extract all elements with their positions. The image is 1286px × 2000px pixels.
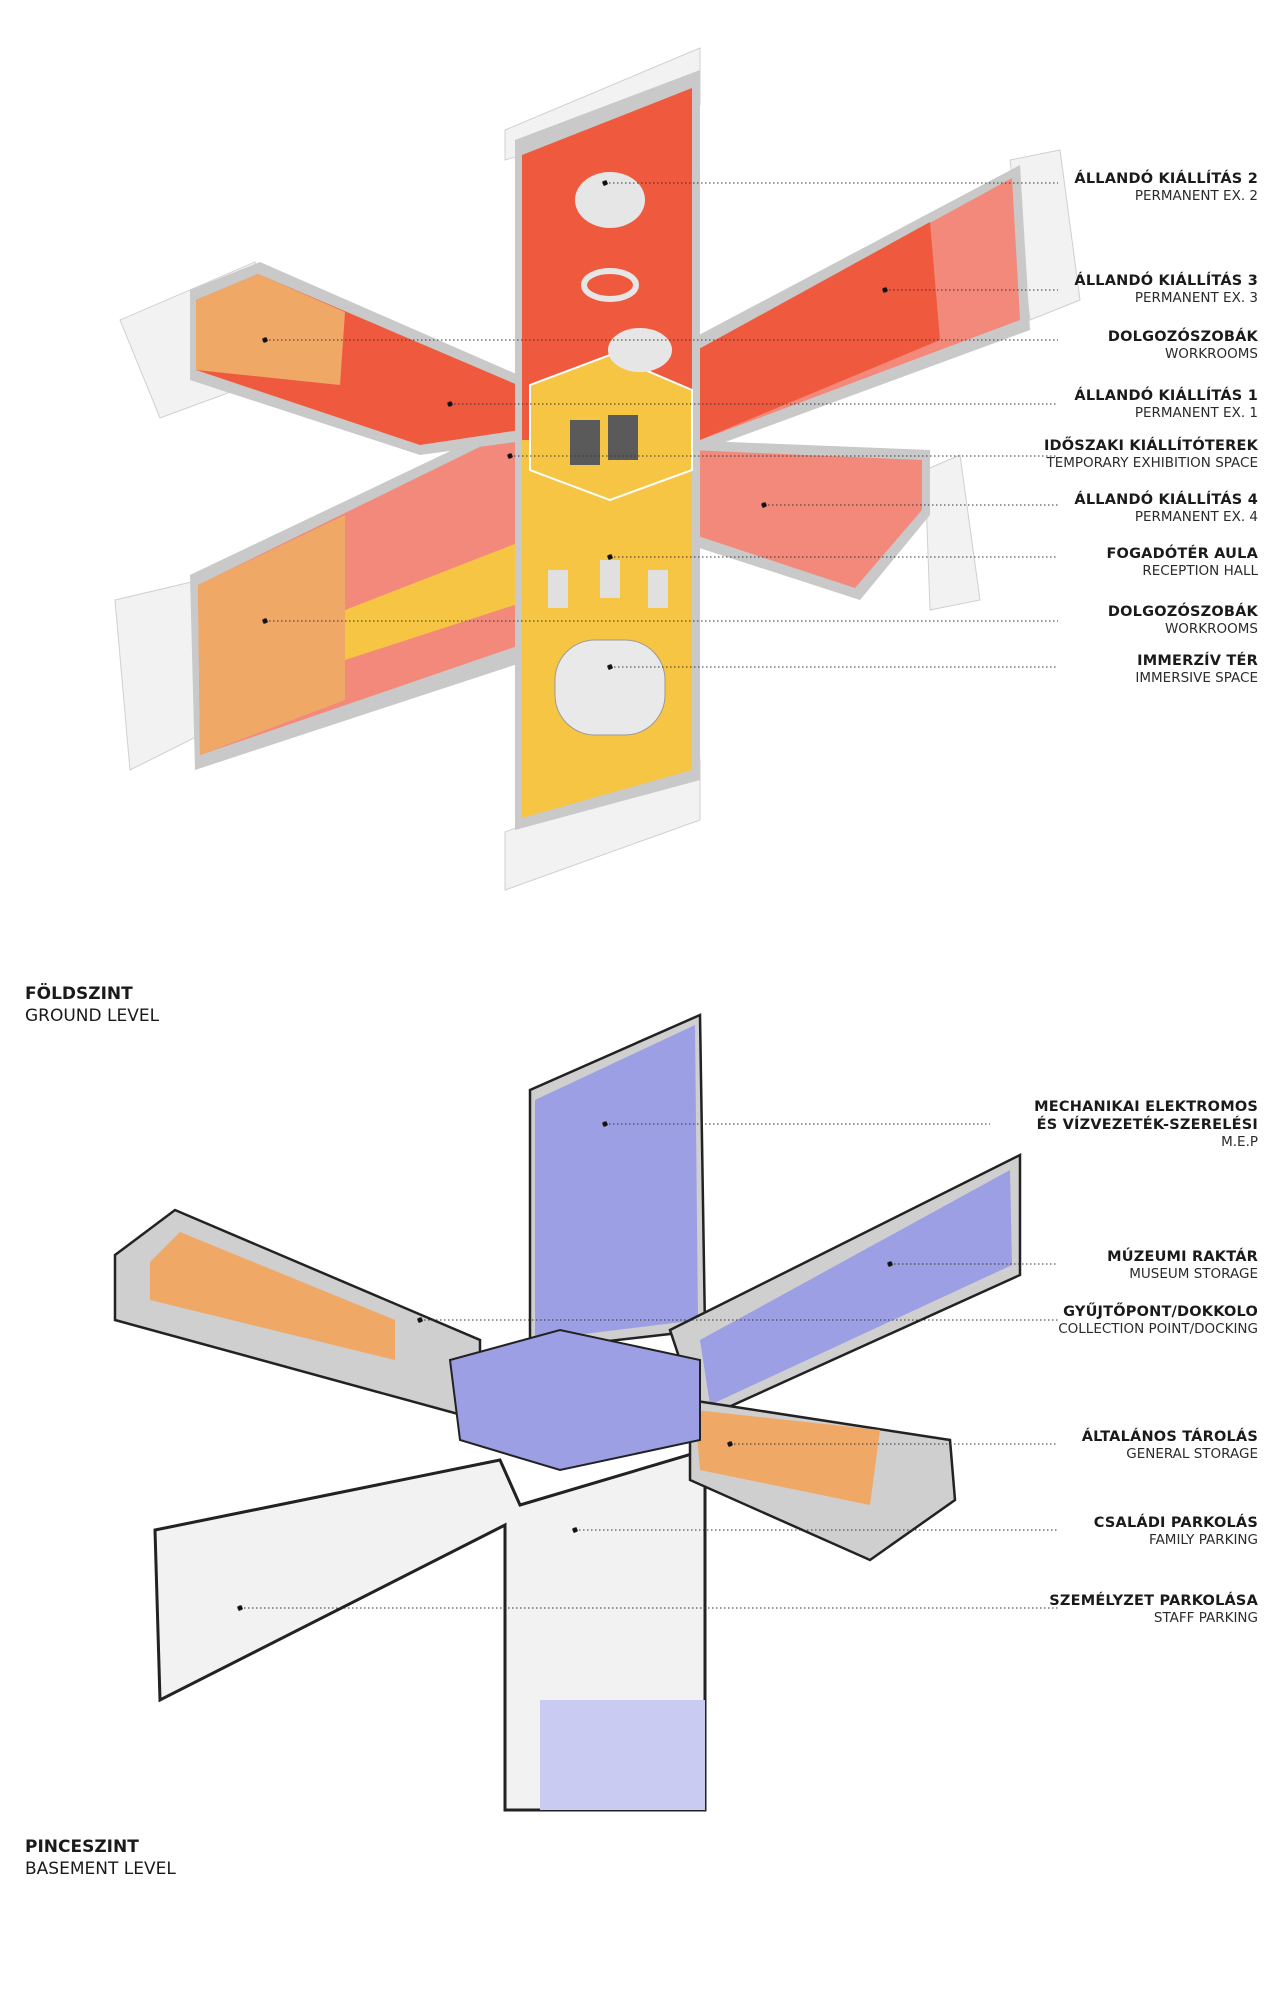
label-hu: GYŰJTŐPONT/DOKKOLO xyxy=(1063,1304,1258,1320)
workrooms-left-upper xyxy=(196,274,345,385)
workrooms-left-lower xyxy=(198,515,345,755)
temporary-exhibition-box-1 xyxy=(570,420,600,465)
label-permanent-ex-4: ÁLLANDÓ KIÁLLÍTÁS 4 PERMANENT EX. 4 xyxy=(1074,491,1258,526)
label-reception-hall: FOGADÓTÉR AULA RECEPTION HALL xyxy=(1106,545,1258,580)
label-en: IMMERSIVE SPACE xyxy=(1135,670,1258,687)
label-immersive-space: IMMERZÍV TÉR IMMERSIVE SPACE xyxy=(1135,652,1258,687)
immersive-space xyxy=(554,639,666,736)
reception-object-1 xyxy=(548,570,568,608)
basement-vertical-violet xyxy=(535,1025,698,1340)
label-hu: DOLGOZÓSZOBÁK xyxy=(1107,329,1258,345)
level-hu: PINCESZINT xyxy=(25,1837,139,1857)
site-right-bottom xyxy=(924,454,981,611)
label-staff-parking: SZEMÉLYZET PARKOLÁSA STAFF PARKING xyxy=(1049,1592,1258,1627)
label-hu: ÁLLANDÓ KIÁLLÍTÁS 1 xyxy=(1074,388,1258,404)
level-title-basement: PINCESZINT BASEMENT LEVEL xyxy=(25,1836,176,1880)
label-hu: ÁLLANDÓ KIÁLLÍTÁS 2 xyxy=(1074,171,1258,187)
reception-object-3 xyxy=(648,570,668,608)
label-en: PERMANENT EX. 3 xyxy=(1134,290,1258,307)
label-workrooms-1: DOLGOZÓSZOBÁK WORKROOMS xyxy=(1108,328,1258,363)
label-en: WORKROOMS xyxy=(1164,346,1258,363)
label-en: M.E.P xyxy=(1221,1134,1258,1151)
label-permanent-ex-2: ÁLLANDÓ KIÁLLÍTÁS 2 PERMANENT EX. 2 xyxy=(1074,170,1258,205)
level-en: GROUND LEVEL xyxy=(25,1006,160,1027)
label-collection-point: GYŰJTŐPONT/DOKKOLO COLLECTION POINT/DOCK… xyxy=(1058,1303,1258,1338)
label-hu: CSALÁDI PARKOLÁS xyxy=(1093,1515,1258,1531)
basement-hub xyxy=(448,1328,701,1472)
level-title-ground: FÖLDSZINT GROUND LEVEL xyxy=(25,983,159,1027)
label-permanent-ex-3: ÁLLANDÓ KIÁLLÍTÁS 3 PERMANENT EX. 3 xyxy=(1074,272,1258,307)
label-en: MUSEUM STORAGE xyxy=(1129,1266,1258,1283)
label-en: TEMPORARY EXHIBITION SPACE xyxy=(1046,455,1258,472)
level-en: BASEMENT LEVEL xyxy=(25,1859,176,1880)
label-hu: MECHANIKAI ELEKTROMOS xyxy=(1034,1099,1258,1115)
label-en: PERMANENT EX. 1 xyxy=(1134,405,1258,422)
label-hu: FOGADÓTÉR AULA xyxy=(1106,546,1258,562)
reception-object-2 xyxy=(600,560,620,598)
label-hu: IMMERZÍV TÉR xyxy=(1137,653,1258,669)
label-en: PERMANENT EX. 2 xyxy=(1134,188,1258,205)
label-permanent-ex-1: ÁLLANDÓ KIÁLLÍTÁS 1 PERMANENT EX. 1 xyxy=(1074,387,1258,422)
basement-level-plan xyxy=(113,1013,1022,1812)
arm-left-lower-yellow xyxy=(345,540,530,660)
label-hu: IDŐSZAKI KIÁLLÍTÓTEREK xyxy=(1043,438,1258,454)
sculpture-1 xyxy=(575,172,645,228)
label-en: COLLECTION POINT/DOCKING xyxy=(1058,1321,1258,1338)
label-en: FAMILY PARKING xyxy=(1149,1532,1258,1549)
label-hu: ÁLLANDÓ KIÁLLÍTÁS 3 xyxy=(1074,273,1258,289)
level-hu: FÖLDSZINT xyxy=(25,984,133,1004)
arm-right-lower-floor xyxy=(688,450,922,588)
label-hu: MÚZEUMI RAKTÁR xyxy=(1107,1249,1258,1265)
basement-right-upper-violet xyxy=(700,1170,1012,1405)
basement-bottom-violet xyxy=(540,1700,705,1810)
basement-left-orange xyxy=(150,1232,395,1360)
label-en: RECEPTION HALL xyxy=(1142,563,1258,580)
label-en: WORKROOMS xyxy=(1164,621,1258,638)
sculpture-ring xyxy=(581,268,639,302)
label-en: GENERAL STORAGE xyxy=(1126,1446,1258,1463)
leader-lines xyxy=(237,180,1058,1611)
label-temporary-exhibition: IDŐSZAKI KIÁLLÍTÓTEREK TEMPORARY EXHIBIT… xyxy=(1044,437,1258,472)
label-museum-storage: MÚZEUMI RAKTÁR MUSEUM STORAGE xyxy=(1107,1248,1258,1283)
label-mep: MECHANIKAI ELEKTROMOS ÉS VÍZVEZETÉK-SZER… xyxy=(1034,1098,1258,1151)
label-hu: SZEMÉLYZET PARKOLÁSA xyxy=(1049,1593,1258,1609)
general-storage xyxy=(695,1410,880,1505)
label-en: PERMANENT EX. 4 xyxy=(1134,509,1258,526)
arm-right-upper-red xyxy=(688,222,940,442)
label-general-storage: ÁLTALÁNOS TÁROLÁS GENERAL STORAGE xyxy=(1082,1428,1258,1463)
label-hu-2: ÉS VÍZVEZETÉK-SZERELÉSI xyxy=(1036,1117,1258,1134)
label-family-parking: CSALÁDI PARKOLÁS FAMILY PARKING xyxy=(1094,1514,1258,1549)
label-workrooms-2: DOLGOZÓSZOBÁK WORKROOMS xyxy=(1108,603,1258,638)
temporary-exhibition-box-2 xyxy=(608,415,638,460)
ground-level-plan xyxy=(114,47,1081,891)
label-en: STAFF PARKING xyxy=(1153,1610,1258,1627)
sculpture-2 xyxy=(608,328,672,372)
label-hu: ÁLLANDÓ KIÁLLÍTÁS 4 xyxy=(1074,492,1258,508)
label-hu: ÁLTALÁNOS TÁROLÁS xyxy=(1081,1429,1258,1445)
label-hu: DOLGOZÓSZOBÁK xyxy=(1107,604,1258,620)
